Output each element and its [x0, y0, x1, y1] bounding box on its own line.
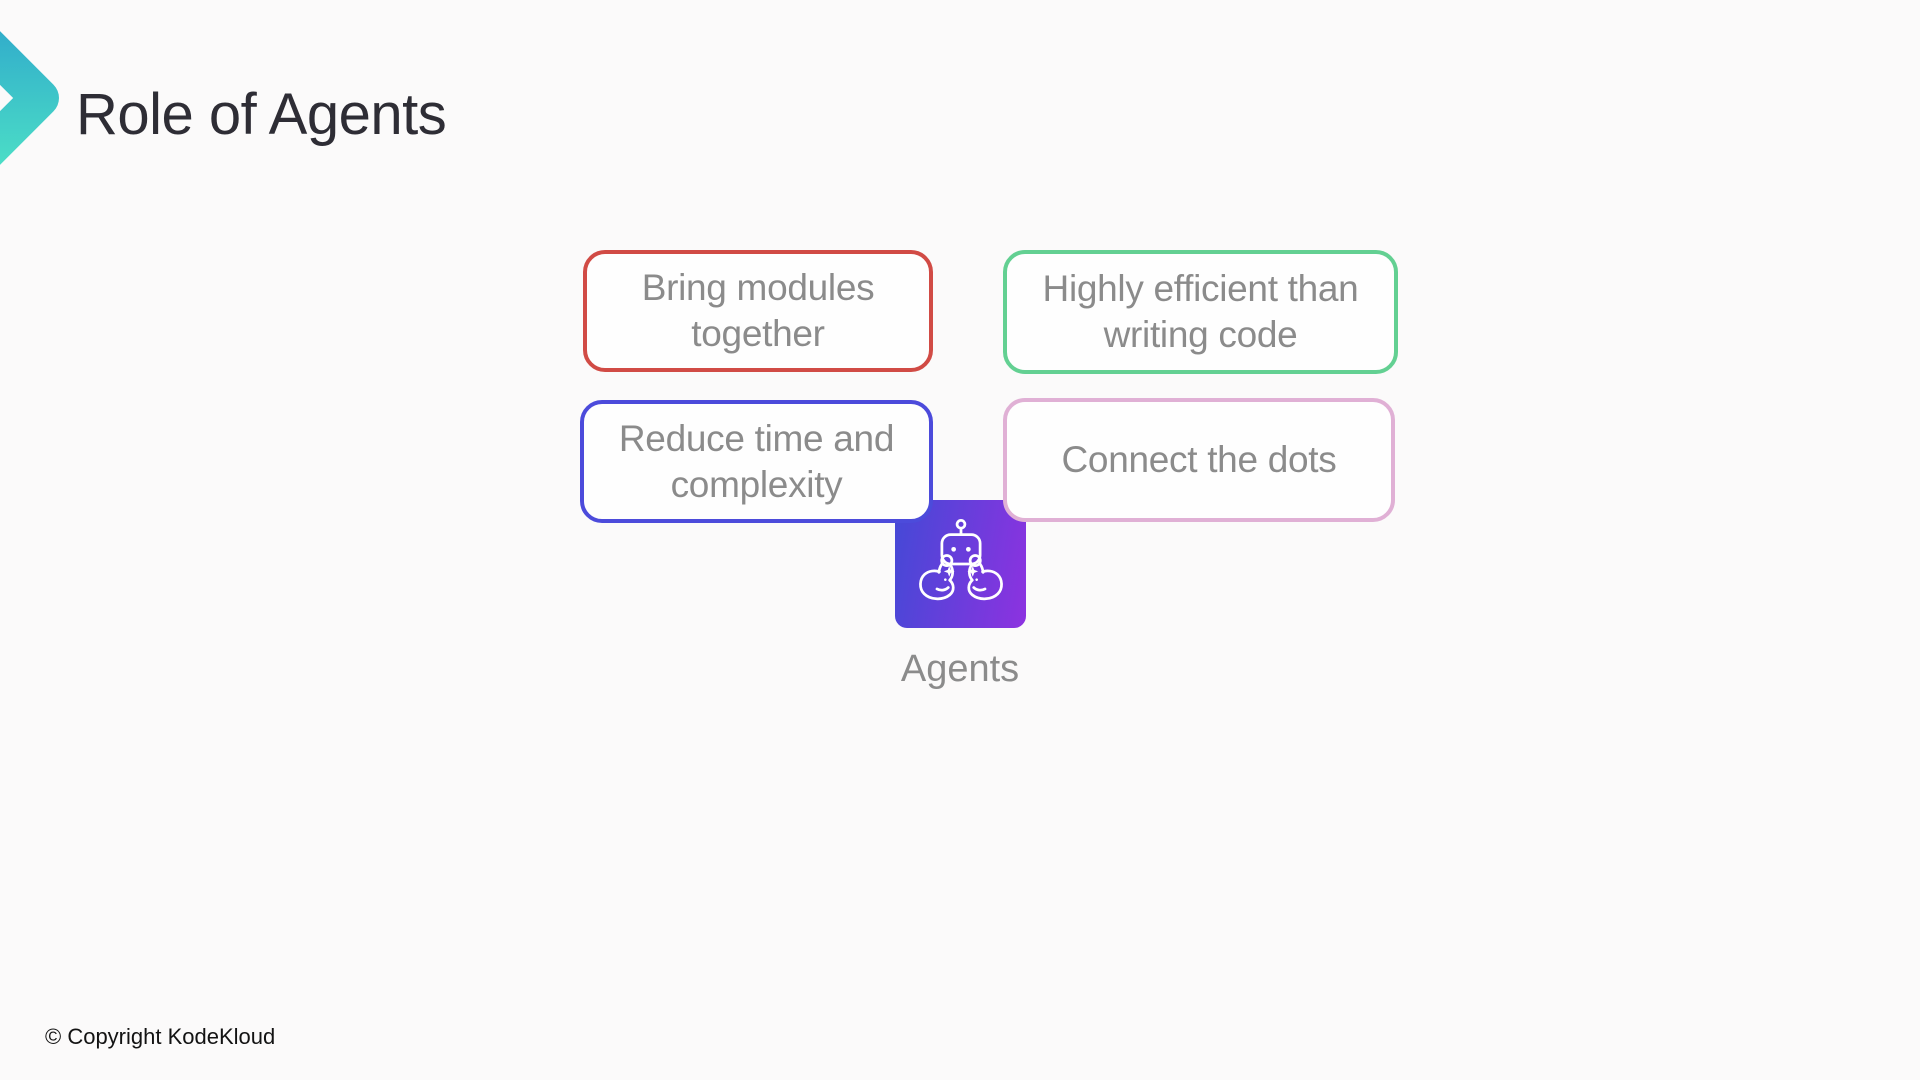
copyright-text: © Copyright KodeKloud	[45, 1024, 276, 1049]
box-connect-the-dots: Connect the dots	[1003, 398, 1395, 522]
kodekloud-chevron-logo	[0, 31, 59, 165]
page-title: Role of Agents	[76, 82, 447, 147]
box-bring-modules-together: Bring modules together	[583, 250, 933, 372]
agents-label: Agents	[900, 648, 1020, 690]
box-highly-efficient: Highly efficient than writing code	[1003, 250, 1398, 374]
box-reduce-time-complexity: Reduce time and complexity	[580, 400, 933, 523]
robot-flex-icon	[918, 519, 1003, 601]
